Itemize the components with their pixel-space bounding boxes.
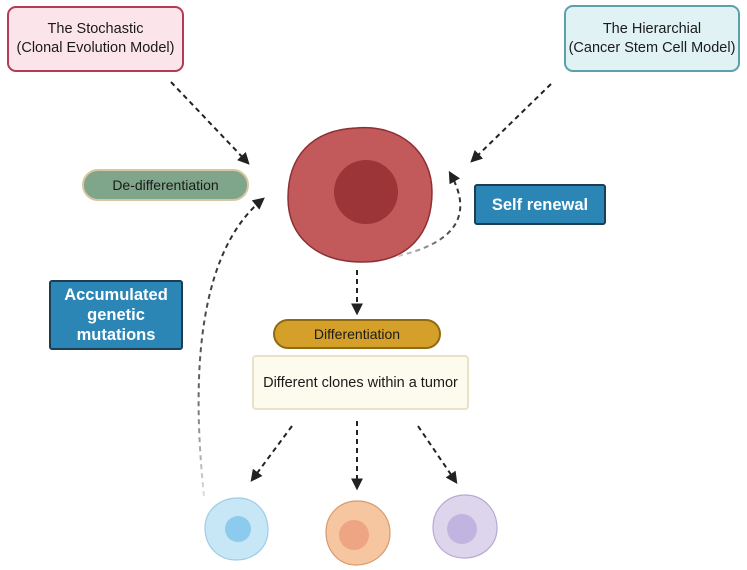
cancer-stem-cell <box>287 126 433 263</box>
arrow-to-clone-blue <box>250 425 293 482</box>
arrow-stochastic-to-cell <box>170 81 250 165</box>
clones-box: Different clones within a tumor <box>252 355 469 410</box>
self-renewal-label: Self renewal <box>491 195 589 214</box>
clone-cell-purple <box>432 494 498 559</box>
hierarchial-title: The Hierarchial <box>602 20 702 37</box>
accumulated-line-1: Accumulated <box>64 286 168 304</box>
hierarchial-subtitle: (Cancer Stem Cell Model) <box>568 39 736 56</box>
stochastic-subtitle: (Clonal Evolution Model) <box>16 40 175 56</box>
accumulated-mutations-box: Accumulated genetic mutations <box>49 280 183 350</box>
accumulated-line-2: genetic <box>87 306 145 324</box>
self-renewal-box: Self renewal <box>474 184 606 225</box>
accumulated-line-3: mutations <box>76 326 156 344</box>
clones-label: Different clones within a tumor <box>263 374 458 391</box>
arrow-dedifferentiation-loop <box>197 197 265 497</box>
arrow-to-clone-purple <box>417 425 458 484</box>
clone-cell-orange <box>325 500 391 566</box>
arrow-self-renewal-loop <box>397 170 462 257</box>
differentiation-label: Differentiation <box>313 326 401 342</box>
hierarchial-model-box: The Hierarchial (Cancer Stem Cell Model) <box>564 5 740 72</box>
stochastic-title: The Stochastic <box>47 21 144 37</box>
arrow-hierarchial-to-cell <box>470 83 552 163</box>
stem-cell-nucleus <box>334 160 398 224</box>
clone-cell-blue <box>204 497 269 561</box>
stochastic-model-box: The Stochastic (Clonal Evolution Model) <box>7 6 184 72</box>
differentiation-pill: Differentiation <box>273 319 441 349</box>
de-differentiation-label: De-differentiation <box>112 177 219 193</box>
de-differentiation-pill: De-differentiation <box>82 169 249 201</box>
